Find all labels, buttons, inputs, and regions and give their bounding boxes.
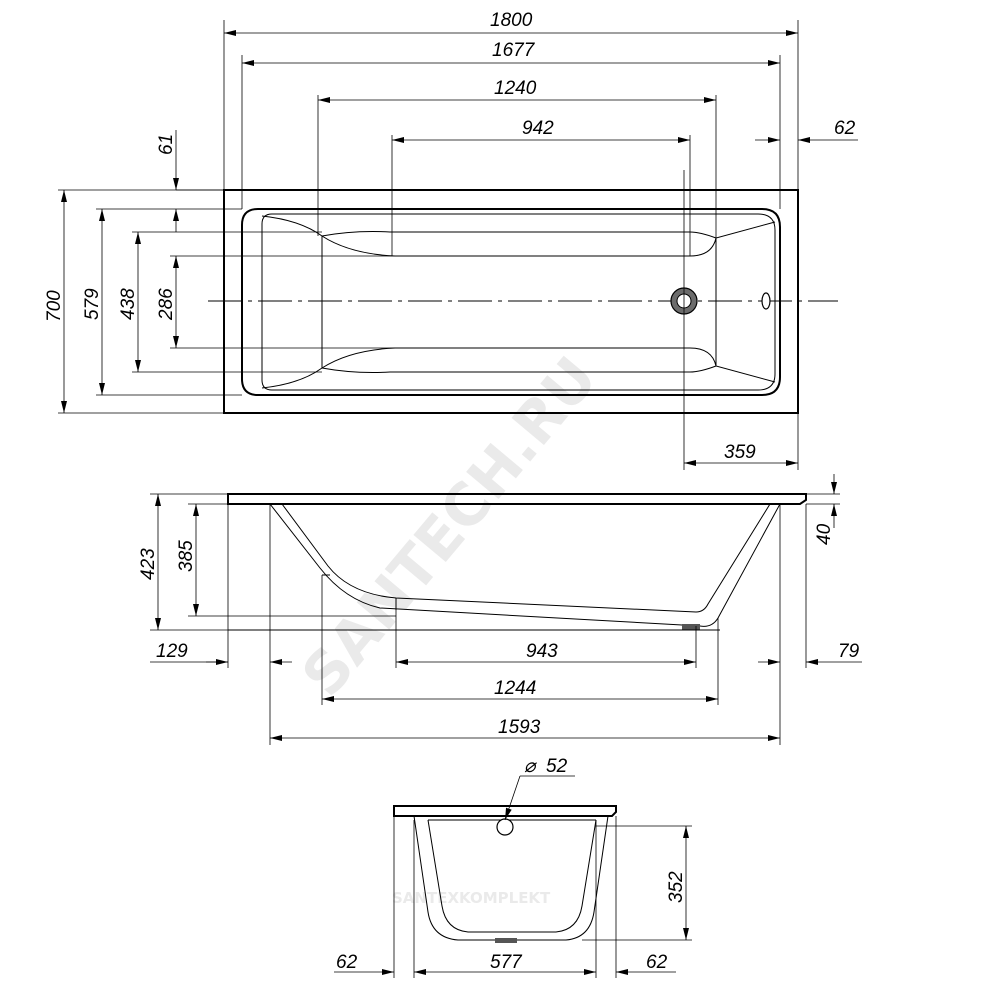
- dim-rim-thickness: 40: [814, 523, 835, 545]
- dim-end-left-rim: 62: [336, 952, 358, 973]
- dim-bottom-length: 942: [522, 118, 554, 139]
- plan-bottom-inner-top: [321, 231, 717, 239]
- dim-end-right-rim: 62: [646, 952, 668, 973]
- end-rim: [393, 805, 617, 817]
- side-dimensions: 423 385 40 129 943 79 1244: [138, 474, 862, 745]
- watermark-secondary: SANTEXKOMPLEKT: [392, 889, 551, 907]
- plan-bottom-outline: [261, 215, 776, 257]
- dim-end-inner-width: 577: [490, 952, 523, 973]
- watermark-group: SANTECH.RU SANTEXKOMPLEKT: [289, 344, 611, 907]
- end-drain-stub: [495, 938, 517, 943]
- side-drain-stub: [682, 624, 700, 630]
- dim-rim-right: 62: [834, 118, 856, 139]
- watermark-main: SANTECH.RU: [289, 344, 611, 709]
- plan-dimensions: 1800 1677 1240 942 62 61 700 5: [44, 10, 858, 470]
- plan-overflow: [761, 292, 771, 310]
- dim-right-offset: 79: [838, 641, 860, 662]
- plan-bottom-inner-bottom: [321, 365, 717, 373]
- dim-bowl-width: 438: [118, 288, 139, 320]
- dim-bowl-length: 1240: [494, 78, 537, 99]
- dim-total-width: 700: [44, 290, 65, 322]
- end-outer-body: [413, 815, 609, 941]
- dim-inner-width: 579: [82, 288, 103, 320]
- dim-rim-top: 61: [156, 134, 177, 155]
- side-outer-body: [269, 503, 781, 627]
- dim-total-height: 423: [138, 548, 159, 580]
- dim-side-bottom-length: 943: [526, 641, 558, 662]
- dim-total-length: 1800: [490, 10, 533, 31]
- plan-view: [208, 189, 838, 414]
- dim-end-depth: 352: [666, 871, 687, 903]
- side-view: [227, 493, 807, 631]
- dim-outer-bottom-length: 1593: [498, 717, 541, 738]
- end-inner-body: [427, 819, 597, 933]
- end-overflow: [496, 818, 514, 836]
- dim-drain-offset: 359: [724, 442, 756, 463]
- end-view: [393, 805, 617, 943]
- dim-bottom-width: 286: [156, 288, 177, 321]
- dim-depth: 385: [176, 540, 197, 572]
- dim-drain-diameter: 52: [546, 756, 568, 777]
- plan-bowl-edge: [261, 213, 776, 391]
- plan-inner-rim: [241, 208, 781, 396]
- side-rim: [227, 493, 807, 505]
- dim-inner-length: 1677: [492, 40, 536, 61]
- end-dimensions: ⌀ 52 352 62 577 62: [334, 756, 692, 978]
- dim-drain-diameter-symbol: ⌀: [524, 756, 537, 777]
- dim-side-bowl-length: 1244: [494, 678, 536, 699]
- dim-left-offset: 129: [156, 641, 188, 662]
- plan-bottom-outline-lower: [261, 347, 776, 389]
